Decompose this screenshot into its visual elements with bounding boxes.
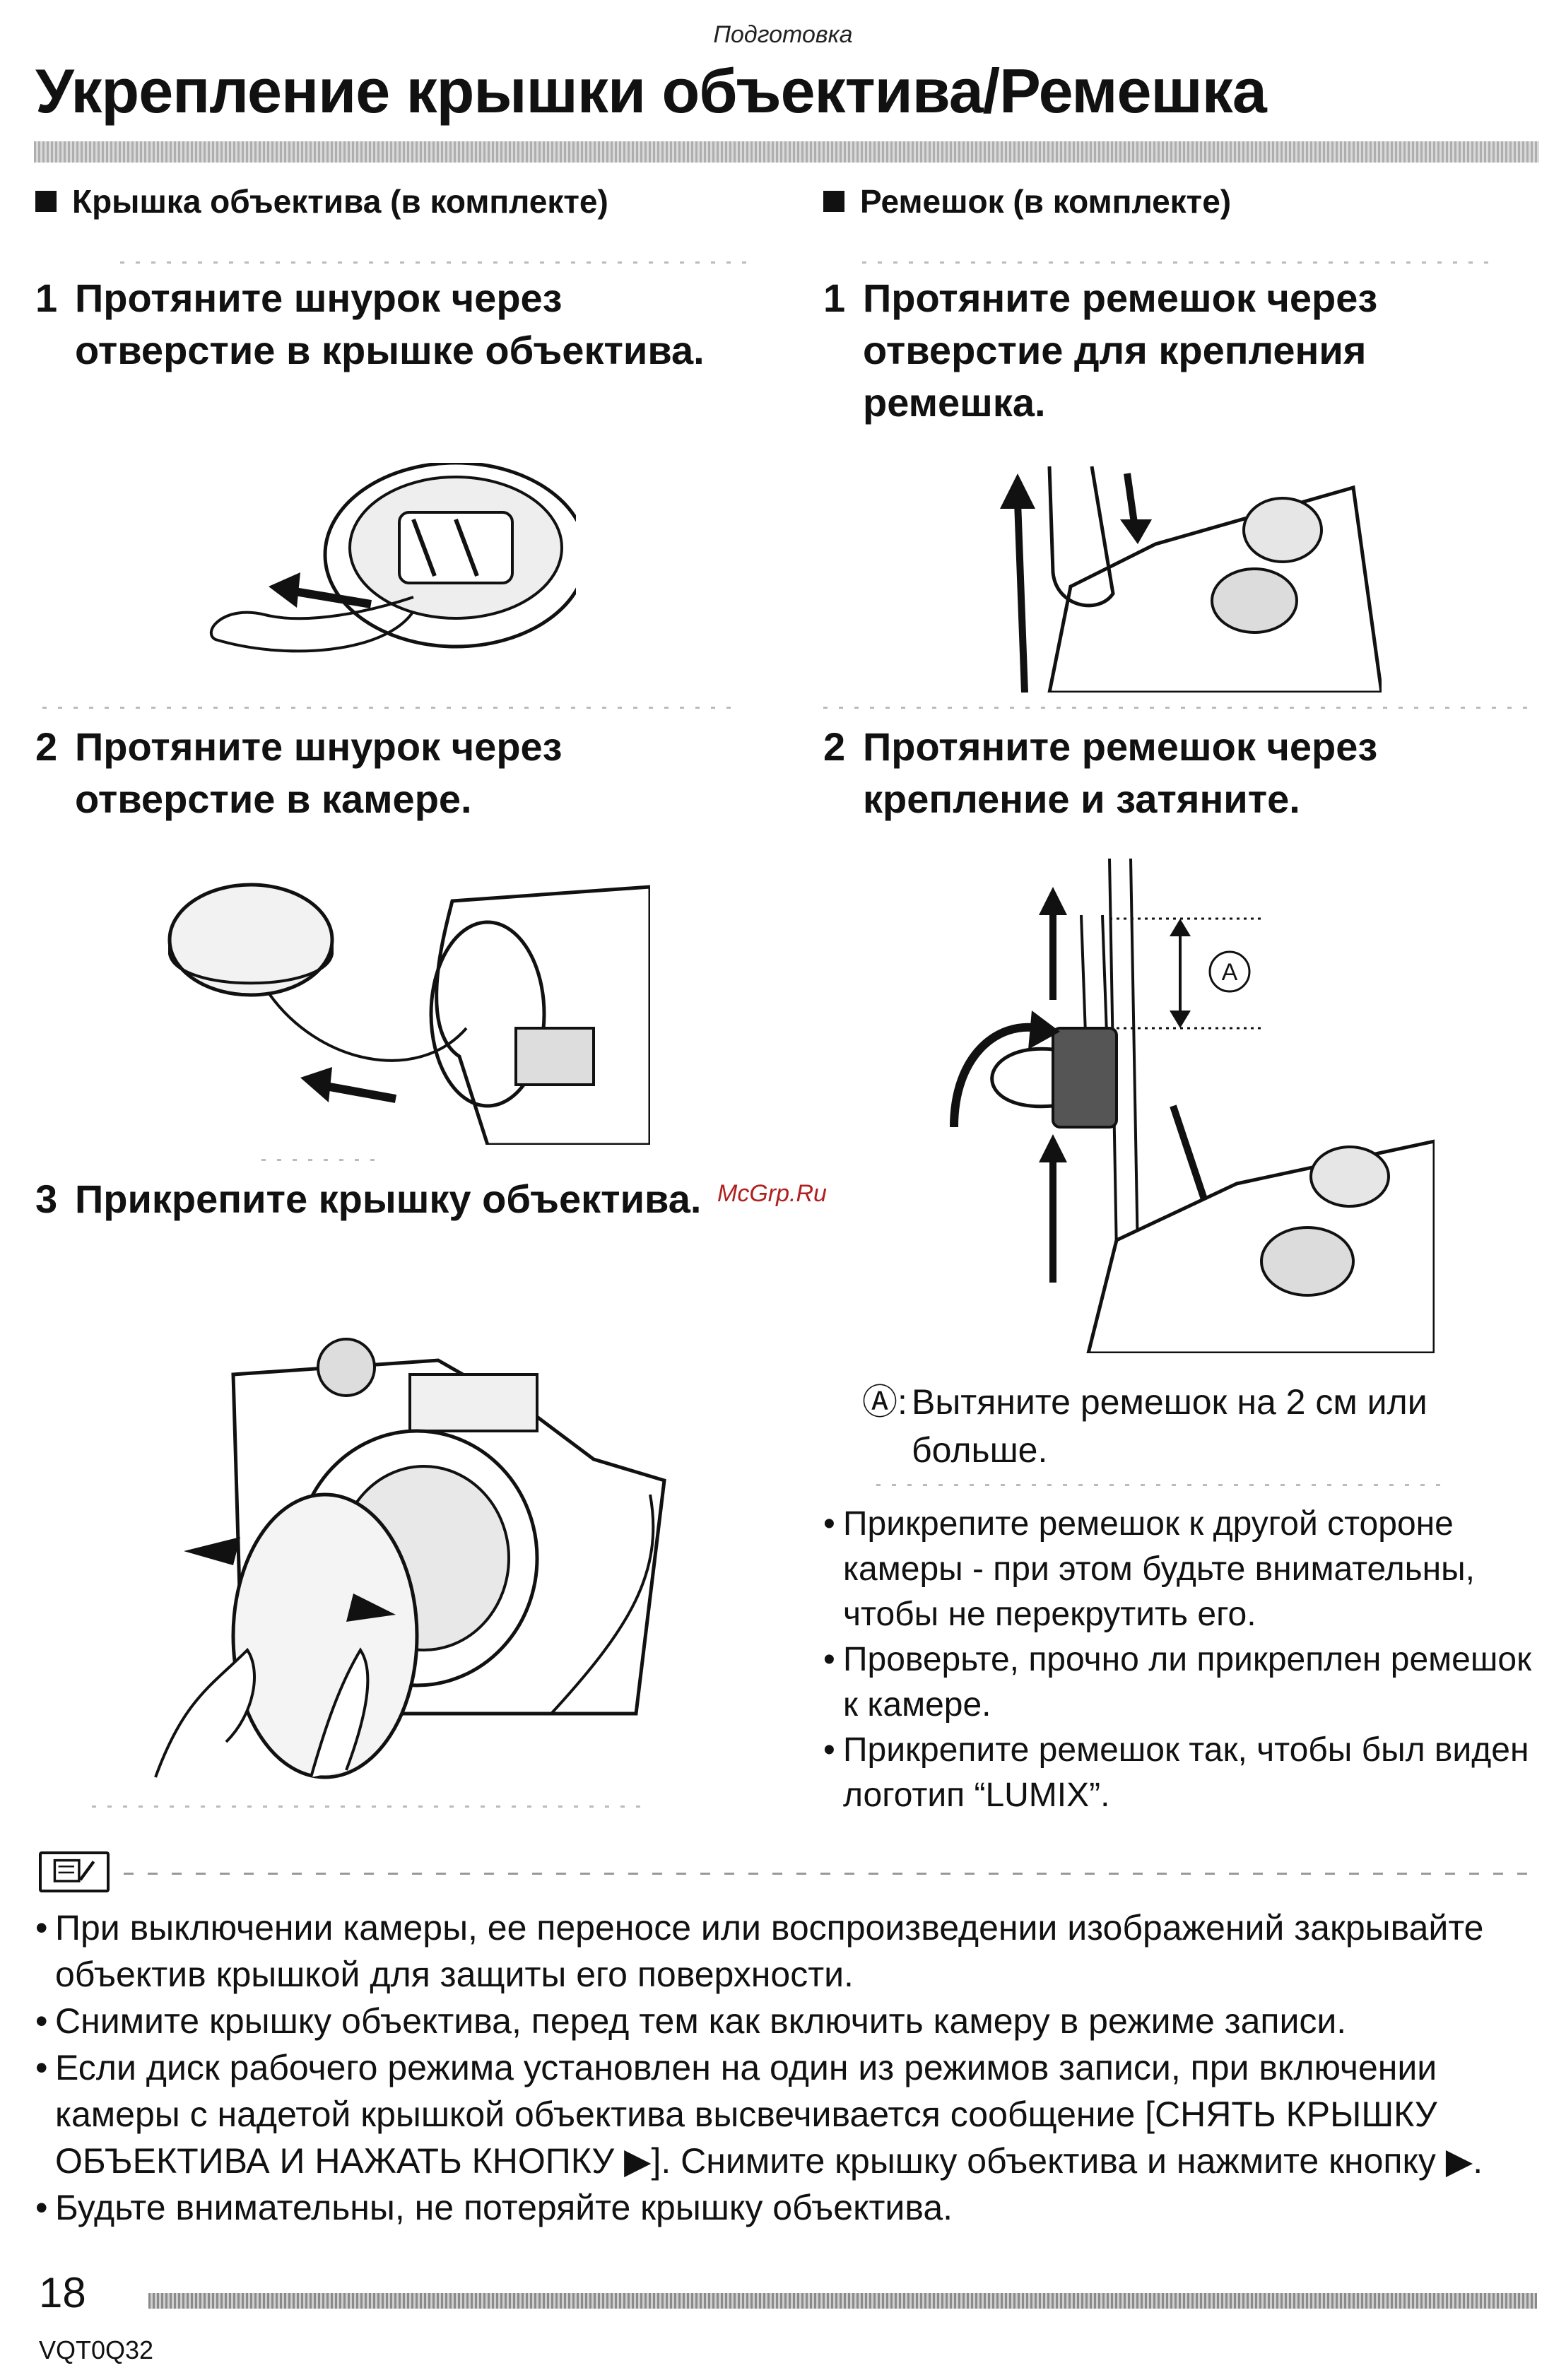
right-heading-text: Ремешок (в комплекте) xyxy=(860,183,1232,220)
divider xyxy=(261,1159,375,1161)
strap-buckle-illustration: A xyxy=(940,859,1435,1353)
title-rule xyxy=(34,141,1539,163)
notes-list: При выключении камеры, ее переносе или в… xyxy=(35,1904,1533,2231)
divider xyxy=(42,707,742,709)
step-text: Протяните шнурок через отверстие в камер… xyxy=(75,724,563,821)
right-step-2: 2 Протяните ремешок через крепление и за… xyxy=(823,721,1530,825)
strap-camera-top-icon xyxy=(1000,466,1382,693)
step-text: Прикрепите крышку объектива. xyxy=(75,1177,702,1221)
camera-with-cap-icon xyxy=(154,1338,666,1779)
square-bullet-icon xyxy=(823,191,844,212)
step-text: Протяните ремешок через отверстие для кр… xyxy=(863,276,1378,425)
step-text: Протяните шнурок через отверстие в крышк… xyxy=(75,276,705,372)
step-text: Протяните ремешок через крепление и затя… xyxy=(863,724,1378,821)
note-a-text: Вытяните ремешок на 2 см или больше. xyxy=(912,1382,1427,1470)
callout-letter: A xyxy=(1222,959,1238,986)
notepad-pencil-icon xyxy=(53,1858,95,1883)
divider xyxy=(876,1484,1442,1486)
list-item: Снимите крышку объектива, перед тем как … xyxy=(35,1998,1533,2044)
step-number: 2 xyxy=(35,724,58,769)
note-a: Ⓐ: Вытяните ремешок на 2 см или больше. xyxy=(862,1378,1526,1474)
memo-icon xyxy=(39,1851,110,1892)
step-number: 1 xyxy=(823,276,846,320)
left-step-2: 2 Протяните шнурок через отверстие в кам… xyxy=(35,721,742,825)
list-item: Прикрепите ремешок так, чтобы был виден … xyxy=(823,1728,1544,1818)
list-item: Если диск рабочего режима установлен на … xyxy=(35,2044,1533,2184)
square-bullet-icon xyxy=(35,191,57,212)
list-item: Прикрепите ремешок к другой стороне каме… xyxy=(823,1502,1544,1637)
cap-to-camera-illustration xyxy=(163,873,650,1145)
strap-bullets: Прикрепите ремешок к другой стороне каме… xyxy=(823,1502,1544,1818)
memo-rule xyxy=(124,1873,1533,1875)
divider xyxy=(120,261,749,264)
step-number: 2 xyxy=(823,724,846,769)
step-number: 1 xyxy=(35,276,58,320)
strap-buckle-icon: A xyxy=(950,859,1435,1353)
attach-cap-illustration xyxy=(141,1318,678,1791)
divider xyxy=(823,707,1530,709)
strap-eyelet-illustration xyxy=(986,459,1382,693)
list-item: При выключении камеры, ее переносе или в… xyxy=(35,1904,1533,1998)
right-step-1: 1 Протяните ремешок через отверстие для … xyxy=(823,272,1530,429)
divider xyxy=(862,261,1491,264)
footer-rule xyxy=(148,2293,1537,2309)
divider xyxy=(92,1805,643,1808)
left-heading-text: Крышка объектива (в комплекте) xyxy=(72,183,608,220)
lens-cap-cord-icon xyxy=(210,463,576,653)
list-item: Проверьте, прочно ли прикреплен ремешок … xyxy=(823,1637,1544,1728)
left-step-3: 3 Прикрепите крышку объектива. xyxy=(35,1173,742,1225)
left-step-1: 1 Протяните шнурок через отверстие в кры… xyxy=(35,272,742,377)
step-number: 3 xyxy=(35,1177,58,1221)
callout-mark: Ⓐ: xyxy=(862,1382,907,1422)
page-number: 18 xyxy=(39,2269,86,2316)
document-code: VQT0Q32 xyxy=(39,2335,154,2364)
right-heading: Ремешок (в комплекте) xyxy=(823,182,1231,220)
camera-cord-icon xyxy=(167,883,650,1145)
page-title: Укрепление крышки объектива/Ремешка xyxy=(35,56,1267,126)
watermark: McGrp.Ru xyxy=(717,1180,827,1207)
section-label: Подготовка xyxy=(713,21,853,48)
list-item: Будьте внимательны, не потеряйте крышку … xyxy=(35,2184,1533,2231)
lens-cap-cord-illustration xyxy=(201,463,576,664)
left-heading: Крышка объектива (в комплекте) xyxy=(35,182,608,220)
